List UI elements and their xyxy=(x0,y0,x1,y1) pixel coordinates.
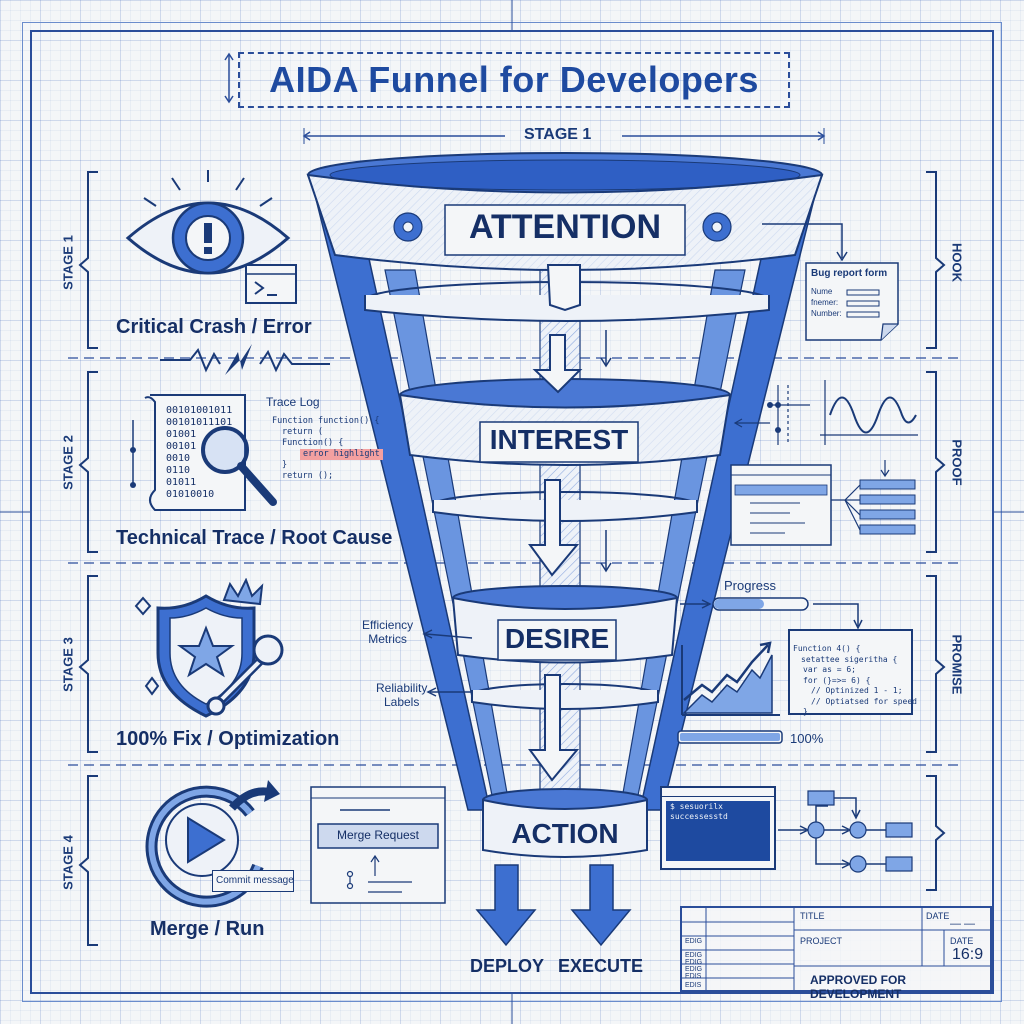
bug-form-field-2: fnemer: xyxy=(811,298,839,307)
lightning-icon xyxy=(160,344,330,375)
form-pointer-arrow xyxy=(762,223,848,262)
proof-diagram xyxy=(730,380,918,546)
tb-row: EDIG xyxy=(685,959,703,966)
code-line: // Optinized 1 - 1; xyxy=(811,686,903,695)
bug-form-field-3: Number: xyxy=(811,309,842,318)
run-cycle-icon xyxy=(145,780,280,908)
code-line: // Optiatsed for speed xyxy=(811,696,917,706)
binary-line: 01001 xyxy=(166,429,197,440)
title-dimension-mark xyxy=(224,52,234,104)
tb-row: EDIG xyxy=(685,938,703,945)
eye-alert-icon xyxy=(125,170,291,275)
output-deploy: DEPLOY xyxy=(470,956,545,976)
code-line: for (}=>= 6) { xyxy=(803,675,871,685)
caption-critical-crash: Critical Crash / Error xyxy=(116,316,312,338)
trace-code-line: } xyxy=(282,460,288,470)
error-highlight: error highlight xyxy=(300,449,383,460)
inner-frame xyxy=(30,30,994,994)
tb-project-label: PROJECT xyxy=(800,936,843,946)
progress-label: Progress xyxy=(724,578,777,593)
tb-row: EDIS xyxy=(685,973,702,980)
metric-pointers xyxy=(422,629,473,697)
caption-technical-trace: Technical Trace / Root Cause xyxy=(116,527,393,549)
code-line: Function 4() { xyxy=(793,644,861,653)
side-stage-3: STAGE 3 xyxy=(60,637,76,692)
side-stage-4: STAGE 4 xyxy=(60,835,76,890)
caption-merge-run: Merge / Run xyxy=(150,918,265,940)
tb-row: EDIG xyxy=(685,952,703,959)
tb-row: EDIG xyxy=(685,966,703,973)
progress-bar-full xyxy=(677,730,783,744)
progress-value: 100% xyxy=(790,731,824,746)
trace-code-line: Function function() { xyxy=(272,416,380,426)
tb-date2-label: DATE xyxy=(950,936,974,946)
aida-funnel xyxy=(306,152,824,947)
funnel-label-attention: ATTENTION xyxy=(468,208,661,246)
terminal-icon xyxy=(245,264,297,304)
right-label-proof: PROOF xyxy=(949,439,965,486)
right-label-promise: PROMISE xyxy=(949,634,965,695)
code-line: setattee sigeritha { xyxy=(801,654,898,664)
bug-form-title: Bug report form xyxy=(811,268,888,279)
title-block: TITLE DATE — — PROJECT DATE 16:9 APPROVE… xyxy=(680,906,994,1001)
terminal-line: successesstd xyxy=(670,812,728,821)
funnel-label-interest: INTEREST xyxy=(489,424,629,455)
reliability-labels-label: Reliability Labels xyxy=(376,681,428,709)
tb-date-label: DATE xyxy=(926,911,950,921)
progress-top-bar xyxy=(680,597,863,630)
right-label-hook: HOOK xyxy=(949,243,965,282)
funnel-label-desire: DESIRE xyxy=(504,623,610,654)
code-snippet: Function 4() { setattee sigeritha { var … xyxy=(793,644,917,718)
tb-title-label: TITLE xyxy=(800,911,825,921)
page-title: AIDA Funnel for Developers xyxy=(269,59,759,100)
side-stage-2: STAGE 2 xyxy=(60,435,76,490)
tb-row: EDIS xyxy=(685,982,702,989)
merge-request-button[interactable]: Merge Request xyxy=(336,828,420,842)
title-block-grid xyxy=(682,908,994,994)
commit-message-label: Commit message xyxy=(216,875,294,886)
terminal-window xyxy=(660,786,776,870)
binary-line: 01011 xyxy=(166,477,197,488)
tb-approved: APPROVED FOR DEVELOPMENT xyxy=(810,973,907,1001)
code-snippet-box xyxy=(788,629,913,715)
caption-fix-optimization: 100% Fix / Optimization xyxy=(116,728,340,750)
bug-form-field-1: Nume xyxy=(811,287,833,296)
trace-log-label: Trace Log xyxy=(266,395,320,409)
binary-line: 00101001011 xyxy=(166,405,233,416)
code-line: } xyxy=(803,707,808,716)
terminal-text: $ sesuorilx successesstd xyxy=(670,802,728,822)
binary-line: 00101 xyxy=(166,441,197,452)
trace-code-line: return ( xyxy=(282,427,323,437)
top-stage-label: STAGE 1 xyxy=(524,126,592,143)
commit-message-box xyxy=(212,870,294,892)
tb-date-value: — — xyxy=(950,918,976,930)
trace-scroll-icon xyxy=(130,394,277,511)
output-execute: EXECUTE xyxy=(558,956,644,976)
trace-code-line: Function() { xyxy=(282,438,344,448)
trace-code: Function function() { return ( Function(… xyxy=(272,416,383,482)
efficiency-metrics-label: Efficiency Metrics xyxy=(362,618,414,646)
stage1-dimension-line xyxy=(302,128,826,144)
binary-line: 00101011101 xyxy=(166,417,233,428)
tb-ratio: 16:9 xyxy=(952,946,984,963)
trace-code-line: return (); xyxy=(282,471,334,481)
deploy-flow-diagram xyxy=(778,790,913,873)
binary-line: 0010 xyxy=(166,453,191,464)
merge-request-window xyxy=(310,786,446,904)
funnel-label-action: ACTION xyxy=(511,818,619,849)
binary-line: 01010010 xyxy=(166,489,215,500)
bug-report-form-card xyxy=(805,262,899,341)
code-line: var as = 6; xyxy=(803,665,856,674)
title-box: AIDA Funnel for Developers xyxy=(238,52,790,108)
binary-lines: 00101001011 00101011101 01001 00101 0010… xyxy=(166,405,232,501)
shield-star-wrench-icon xyxy=(134,578,284,718)
growth-chart-icon xyxy=(681,641,780,716)
terminal-line: $ sesuorilx xyxy=(670,802,723,811)
binary-line: 0110 xyxy=(166,465,191,476)
side-stage-1: STAGE 1 xyxy=(60,235,76,290)
